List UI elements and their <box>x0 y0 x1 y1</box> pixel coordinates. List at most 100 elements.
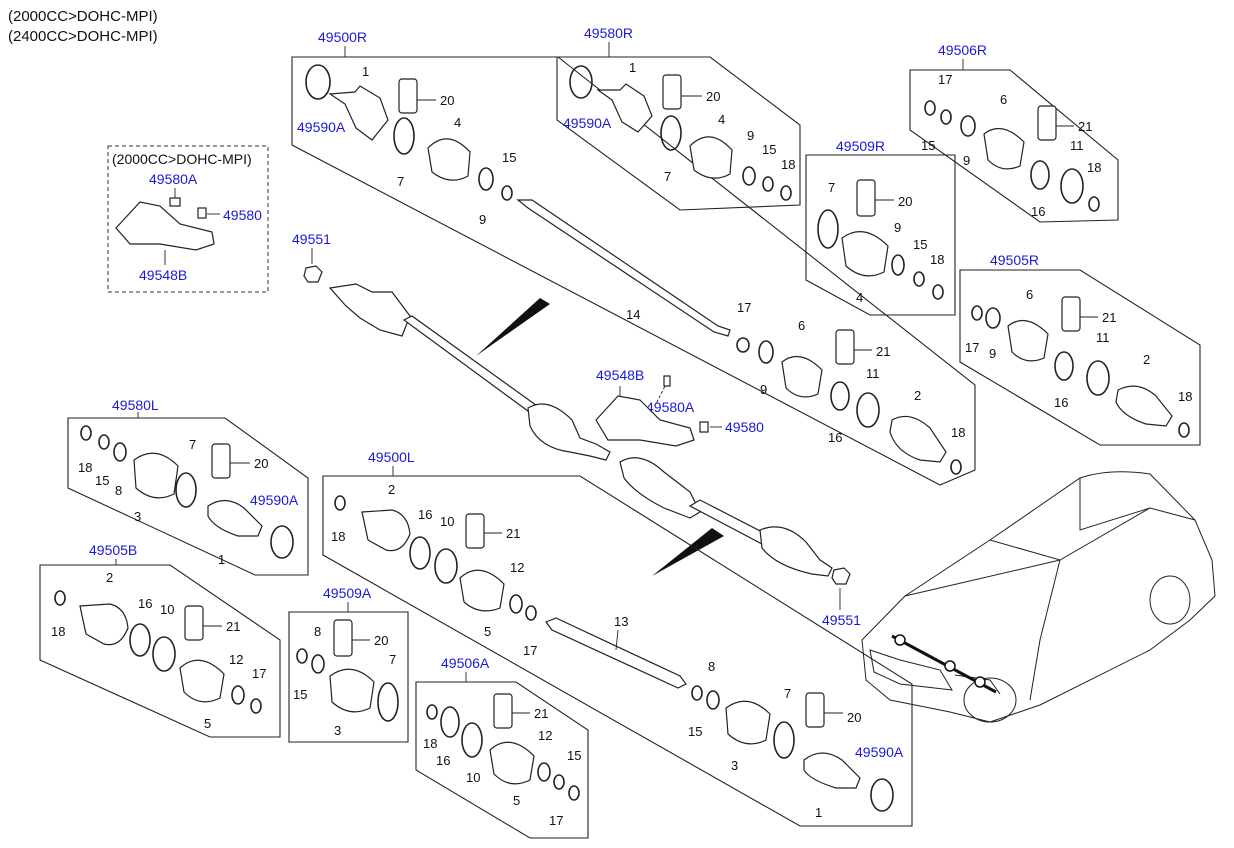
main-shaft-assembly <box>328 283 851 585</box>
label-7-580R: 7 <box>664 169 671 184</box>
ring10-506A <box>461 722 483 758</box>
group-49505R: 49505R 17 9 6 21 16 11 2 18 <box>959 252 1201 446</box>
label-3-580L: 3 <box>134 509 141 524</box>
label-7-509R: 7 <box>828 180 835 195</box>
ref-49580-inset[interactable]: 49580 <box>223 207 262 223</box>
joint-580L <box>207 499 263 537</box>
header-engine-line-2: (2400CC>DOHC-MPI) <box>8 28 158 45</box>
boot-6 <box>781 355 823 398</box>
ref-49580L[interactable]: 49580L <box>112 397 159 413</box>
label-20-580R: 20 <box>706 89 720 104</box>
ring10-505B <box>152 636 176 672</box>
label-3-500L: 3 <box>731 758 738 773</box>
boot-506A <box>489 741 535 785</box>
ref-49590A-580R[interactable]: 49590A <box>563 115 612 131</box>
ref-49506A[interactable]: 49506A <box>441 655 490 671</box>
label-12-505B: 12 <box>229 652 243 667</box>
label-7-509A: 7 <box>389 652 396 667</box>
clamp12-506A <box>537 762 551 782</box>
ring16-505R <box>1054 351 1074 381</box>
box-49506A <box>415 681 589 839</box>
grease-500L <box>465 513 485 549</box>
ref-49590A-r[interactable]: 49590A <box>297 119 346 135</box>
ref-49551-bot[interactable]: 49551 <box>822 612 861 628</box>
label-8-580L: 8 <box>115 483 122 498</box>
clip15-509R <box>913 271 925 287</box>
clamp9-509R <box>891 254 905 276</box>
grease-509R <box>856 179 876 217</box>
boot-509A <box>329 668 375 713</box>
label-16-505B: 16 <box>138 596 152 611</box>
wedge-lower <box>652 528 724 576</box>
clip-17 <box>736 337 750 353</box>
ref-49590A-500L[interactable]: 49590A <box>855 744 904 760</box>
label-6-506R: 6 <box>1000 92 1007 107</box>
car-a-pillar <box>1029 559 1061 701</box>
ref-49505B[interactable]: 49505B <box>89 542 137 558</box>
ref-49505R[interactable]: 49505R <box>990 252 1039 268</box>
clamp8-509A <box>311 654 325 674</box>
label-12-500L: 12 <box>510 560 524 575</box>
ring16-506A <box>440 706 460 738</box>
ref-49509R[interactable]: 49509R <box>836 138 885 154</box>
grease-509A <box>333 619 353 657</box>
box-49505R <box>959 269 1201 446</box>
ref-49551-top[interactable]: 49551 <box>292 231 331 247</box>
label-21-505B: 21 <box>226 619 240 634</box>
ref-49580A-inset[interactable]: 49580A <box>149 171 198 187</box>
box-49509R <box>805 154 956 316</box>
ref-49590A-580L[interactable]: 49590A <box>250 492 299 508</box>
ring11-505R <box>1086 360 1110 396</box>
ref-49548B-center[interactable]: 49548B <box>596 367 644 383</box>
box-49505B <box>39 564 281 738</box>
clamp12-500L <box>509 594 523 614</box>
label-9: 9 <box>479 212 486 227</box>
label-7-500L: 7 <box>784 686 791 701</box>
car-grille <box>869 649 953 691</box>
label-5-506A: 5 <box>513 793 520 808</box>
ref-49509A[interactable]: 49509A <box>323 585 372 601</box>
ref-49500L[interactable]: 49500L <box>368 449 415 465</box>
ref-49580A-center[interactable]: 49580A <box>646 399 695 415</box>
ref-49506R[interactable]: 49506R <box>938 42 987 58</box>
ref-49548B-inset[interactable]: 49548B <box>139 267 187 283</box>
nut-49551-bot <box>831 567 851 585</box>
clamp-509R <box>817 209 839 249</box>
label-1-500L: 1 <box>815 805 822 820</box>
label-9-580R: 9 <box>747 128 754 143</box>
shaft-14 <box>516 199 731 337</box>
ref-49580R[interactable]: 49580R <box>584 25 633 41</box>
label-9b: 9 <box>760 382 767 397</box>
label-17-505R: 17 <box>965 340 979 355</box>
clamp9-506R <box>960 115 976 137</box>
clip15-580R <box>762 176 774 192</box>
ring-16 <box>830 381 850 411</box>
label-18-580L: 18 <box>78 460 92 475</box>
label-4: 4 <box>454 115 461 130</box>
label-15-509R: 15 <box>913 237 927 252</box>
label-18-500L: 18 <box>331 529 345 544</box>
label-18-509R: 18 <box>930 252 944 267</box>
clip17-505R <box>971 305 983 321</box>
label-6: 6 <box>798 318 805 333</box>
group-49580R: 49580R 49590A 1 20 7 4 9 15 18 <box>556 25 801 211</box>
car-shaft-joint-a <box>894 634 906 646</box>
clip18-580R <box>780 185 792 201</box>
car-windshield <box>1079 478 1151 531</box>
label-1: 1 <box>362 64 369 79</box>
label-5-500L: 5 <box>484 624 491 639</box>
grease-tube <box>398 78 418 114</box>
label-6-505R: 6 <box>1026 287 1033 302</box>
label-2: 2 <box>914 388 921 403</box>
box-49509A <box>288 611 409 743</box>
ring-11 <box>856 392 880 428</box>
label-4-580R: 4 <box>718 112 725 127</box>
ref-49580-center[interactable]: 49580 <box>725 419 764 435</box>
boot-580R <box>689 136 733 179</box>
joint-505R <box>1115 385 1173 427</box>
ref-49500R[interactable]: 49500R <box>318 29 367 45</box>
clip15-506R <box>924 100 936 116</box>
car-body <box>861 471 1216 723</box>
bolt-center-a <box>663 375 671 387</box>
label-3-509A: 3 <box>334 723 341 738</box>
